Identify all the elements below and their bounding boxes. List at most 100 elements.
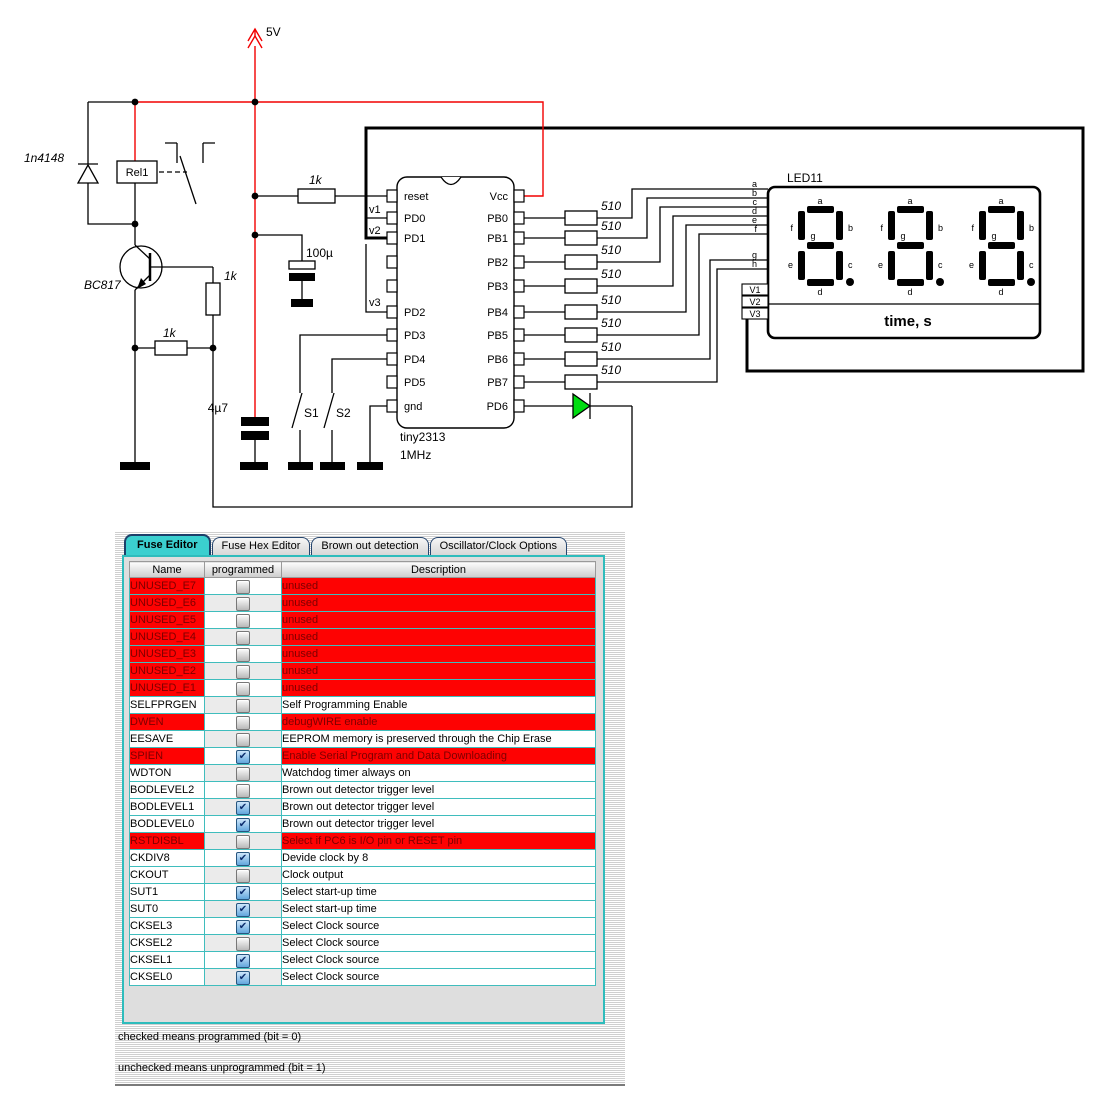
seven-segment-digit: a f b g e c d: [788, 196, 854, 297]
capacitor-100u: 100µ: [288, 246, 333, 307]
table-row: CKSEL3Select Clock source: [129, 917, 596, 935]
fuse-name: BODLEVEL0: [129, 815, 205, 833]
svg-text:PD4: PD4: [404, 354, 425, 366]
ground-symbols: [120, 462, 383, 470]
tab-fuse-editor[interactable]: Fuse Editor: [124, 534, 211, 555]
fuse-name: BODLEVEL1: [129, 798, 205, 816]
svg-text:PD6: PD6: [487, 401, 508, 413]
programmed-checkbox[interactable]: [236, 716, 250, 730]
fuse-name: SELFPRGEN: [129, 696, 205, 714]
programmed-checkbox[interactable]: [236, 614, 250, 628]
svg-text:e: e: [878, 260, 883, 270]
fuse-name: UNUSED_E6: [129, 594, 205, 612]
fuse-description: unused: [281, 611, 596, 629]
svg-text:PD0: PD0: [404, 213, 425, 225]
svg-text:510: 510: [601, 316, 621, 330]
svg-text:a: a: [817, 196, 822, 206]
fuse-description: Select if PC6 is I/O pin or RESET pin: [281, 832, 596, 850]
fuse-name: UNUSED_E3: [129, 645, 205, 663]
programmed-checkbox[interactable]: [236, 835, 250, 849]
programmed-checkbox[interactable]: [236, 869, 250, 883]
fuse-description: debugWIRE enable: [281, 713, 596, 731]
display-bus-wire: [364, 126, 1085, 373]
tab-fuse-hex-editor[interactable]: Fuse Hex Editor: [211, 537, 311, 555]
fuse-name: CKSEL1: [129, 951, 205, 969]
fuse-description: Brown out detector trigger level: [281, 815, 596, 833]
table-header-row: Name programmed Description: [129, 561, 596, 578]
programmed-checkbox[interactable]: [236, 665, 250, 679]
fuse-description: Select Clock source: [281, 951, 596, 969]
chip-tiny2313: reset PD0 PD1 PD2 PD3 PD4 PD5 gnd Vcc PB…: [386, 176, 525, 462]
svg-text:1k: 1k: [163, 326, 177, 340]
svg-text:c: c: [753, 197, 758, 207]
programmed-checkbox[interactable]: [236, 750, 250, 764]
tab-oscillator-clock-options[interactable]: Oscillator/Clock Options: [429, 537, 567, 555]
programmed-checkbox[interactable]: [236, 920, 250, 934]
svg-text:V2: V2: [749, 297, 760, 307]
svg-text:PB6: PB6: [487, 354, 508, 366]
programmed-checkbox[interactable]: [236, 733, 250, 747]
fuse-description: Clock output: [281, 866, 596, 884]
table-row: UNUSED_E6 unused: [129, 594, 596, 612]
programmed-checkbox[interactable]: [236, 954, 250, 968]
programmed-checkbox[interactable]: [236, 784, 250, 798]
fuse-description: EEPROM memory is preserved through the C…: [281, 730, 596, 748]
programmed-checkbox[interactable]: [236, 937, 250, 951]
programmed-checkbox[interactable]: [236, 852, 250, 866]
svg-text:d: d: [907, 287, 912, 297]
table-row: BODLEVEL0 Brown out detector trigger leve…: [129, 815, 596, 833]
programmed-checkbox[interactable]: [236, 682, 250, 696]
relay-label: Rel1: [126, 167, 149, 179]
led-display-caption: time, s: [884, 313, 932, 330]
fuse-description: unused: [281, 594, 596, 612]
fuse-description: unused: [281, 577, 596, 595]
fuse-description: Select Clock source: [281, 934, 596, 952]
svg-text:e: e: [752, 215, 757, 225]
svg-text:f: f: [971, 223, 974, 233]
svg-text:510: 510: [601, 293, 621, 307]
fuse-name: WDTON: [129, 764, 205, 782]
wires: [87, 101, 633, 508]
programmed-checkbox[interactable]: [236, 886, 250, 900]
net-label-v3: v3: [369, 297, 381, 309]
svg-text:V1: V1: [749, 285, 760, 295]
svg-text:h: h: [752, 259, 757, 269]
fuse-description: Devide clock by 8: [281, 849, 596, 867]
fuse-description: unused: [281, 645, 596, 663]
switch-s1-label: S1: [304, 406, 319, 420]
fuse-name: UNUSED_E4: [129, 628, 205, 646]
svg-text:1k: 1k: [224, 269, 238, 283]
svg-text:g: g: [810, 231, 815, 241]
fuse-name: CKDIV8: [129, 849, 205, 867]
relay-contact: [159, 142, 215, 205]
programmed-checkbox[interactable]: [236, 767, 250, 781]
seven-segment-digit: a f b g e c d: [878, 196, 944, 297]
programmed-checkbox[interactable]: [236, 818, 250, 832]
programmed-checkbox[interactable]: [236, 648, 250, 662]
programmed-checkbox[interactable]: [236, 699, 250, 713]
column-header-name: Name: [129, 561, 205, 578]
fuse-description: unused: [281, 662, 596, 680]
svg-text:a: a: [752, 179, 757, 189]
fuse-description: Select start-up time: [281, 900, 596, 918]
svg-text:e: e: [788, 260, 793, 270]
fuse-name: EESAVE: [129, 730, 205, 748]
programmed-checkbox[interactable]: [236, 903, 250, 917]
table-row: CKSEL0Select Clock source: [129, 968, 596, 986]
programmed-checkbox[interactable]: [236, 971, 250, 985]
tab-brown-out-detection[interactable]: Brown out detection: [311, 537, 429, 555]
resistor-base-vertical: 1k: [205, 269, 238, 316]
programmed-checkbox[interactable]: [236, 580, 250, 594]
svg-text:g: g: [752, 250, 757, 260]
svg-text:PB2: PB2: [487, 257, 508, 269]
programmed-checkbox[interactable]: [236, 631, 250, 645]
programmed-checkbox[interactable]: [236, 801, 250, 815]
programmed-checkbox[interactable]: [236, 597, 250, 611]
